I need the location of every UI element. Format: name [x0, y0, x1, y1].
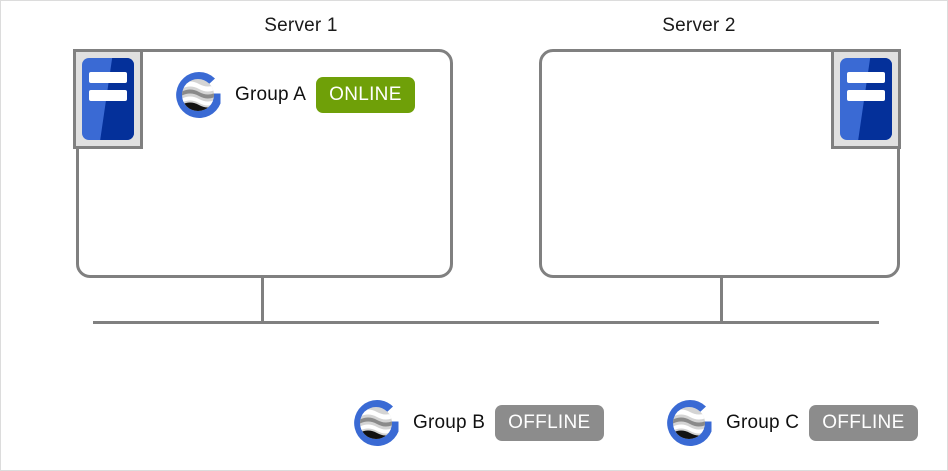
server-2-bus-connector: [720, 278, 723, 324]
server-slot-bar: [89, 89, 127, 101]
globe-group-icon: [354, 400, 399, 446]
server-2-title: Server 2: [662, 15, 736, 36]
server-1-title: Server 1: [264, 15, 338, 36]
group-b-row[interactable]: Group B OFFLINE: [351, 397, 604, 449]
globe-group-icon: [667, 400, 712, 446]
server-2-hardware-icon[interactable]: [831, 49, 901, 149]
server-1-bus-connector: [261, 278, 264, 324]
group-a-status-badge: ONLINE: [316, 77, 415, 113]
server-1-hardware-icon[interactable]: [73, 49, 143, 149]
server-slot-bar: [847, 71, 885, 83]
group-c-status-badge: OFFLINE: [809, 405, 918, 441]
group-a-row[interactable]: Group A ONLINE: [173, 69, 415, 121]
group-b-status-badge: OFFLINE: [495, 405, 604, 441]
group-c-label: Group C: [726, 412, 800, 433]
group-c-row[interactable]: Group C OFFLINE: [664, 397, 918, 449]
network-bus-line: [93, 321, 879, 324]
server-slot-bar: [89, 71, 127, 83]
group-b-label: Group B: [413, 412, 486, 433]
globe-group-icon: [176, 72, 221, 118]
server-slot-bar: [847, 89, 885, 101]
group-a-label: Group A: [235, 84, 307, 105]
